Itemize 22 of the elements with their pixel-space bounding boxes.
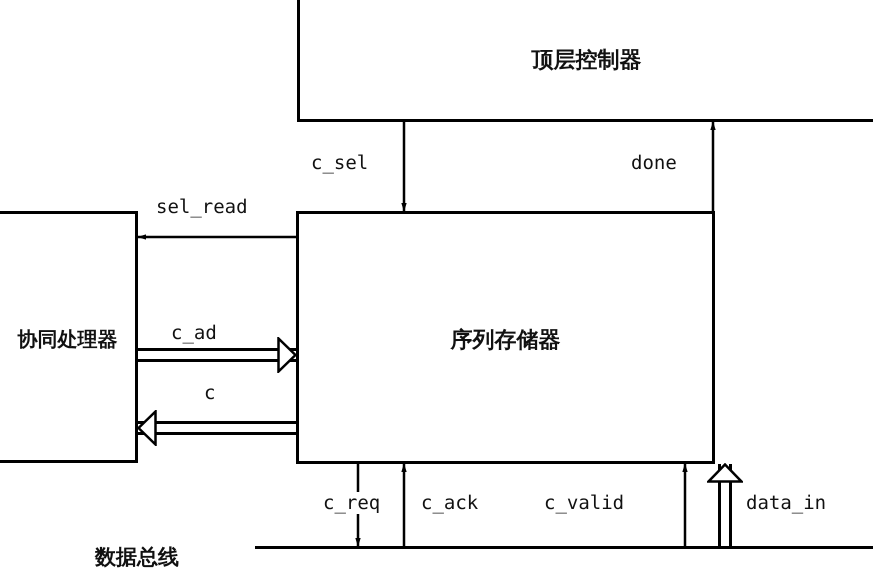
module-box	[297, 0, 873, 122]
signal-label: c_sel	[310, 152, 370, 174]
bus-arrow	[137, 410, 296, 446]
module-box	[0, 211, 138, 463]
module-label: 协同处理器	[16, 326, 118, 353]
bus-arrow	[138, 337, 297, 373]
signal-arrow	[401, 463, 407, 546]
signal-arrow	[401, 122, 407, 212]
signal-label: c_req	[322, 492, 382, 514]
signal-label: sel_read	[155, 196, 249, 218]
signal-arrow	[682, 463, 688, 546]
module-label: 序列存储器	[449, 326, 562, 354]
signal-label: c_ad	[170, 322, 218, 344]
signal-label: c_valid	[543, 492, 626, 514]
signal-label: data_in	[745, 492, 828, 514]
signal-label: c_ack	[420, 492, 480, 514]
module-box	[296, 211, 715, 464]
module-label: 数据总线	[95, 544, 179, 570]
bus-arrow	[707, 463, 743, 546]
signal-arrow	[137, 234, 296, 240]
signal-arrow	[710, 121, 716, 211]
module-label: 顶层控制器	[530, 46, 642, 75]
